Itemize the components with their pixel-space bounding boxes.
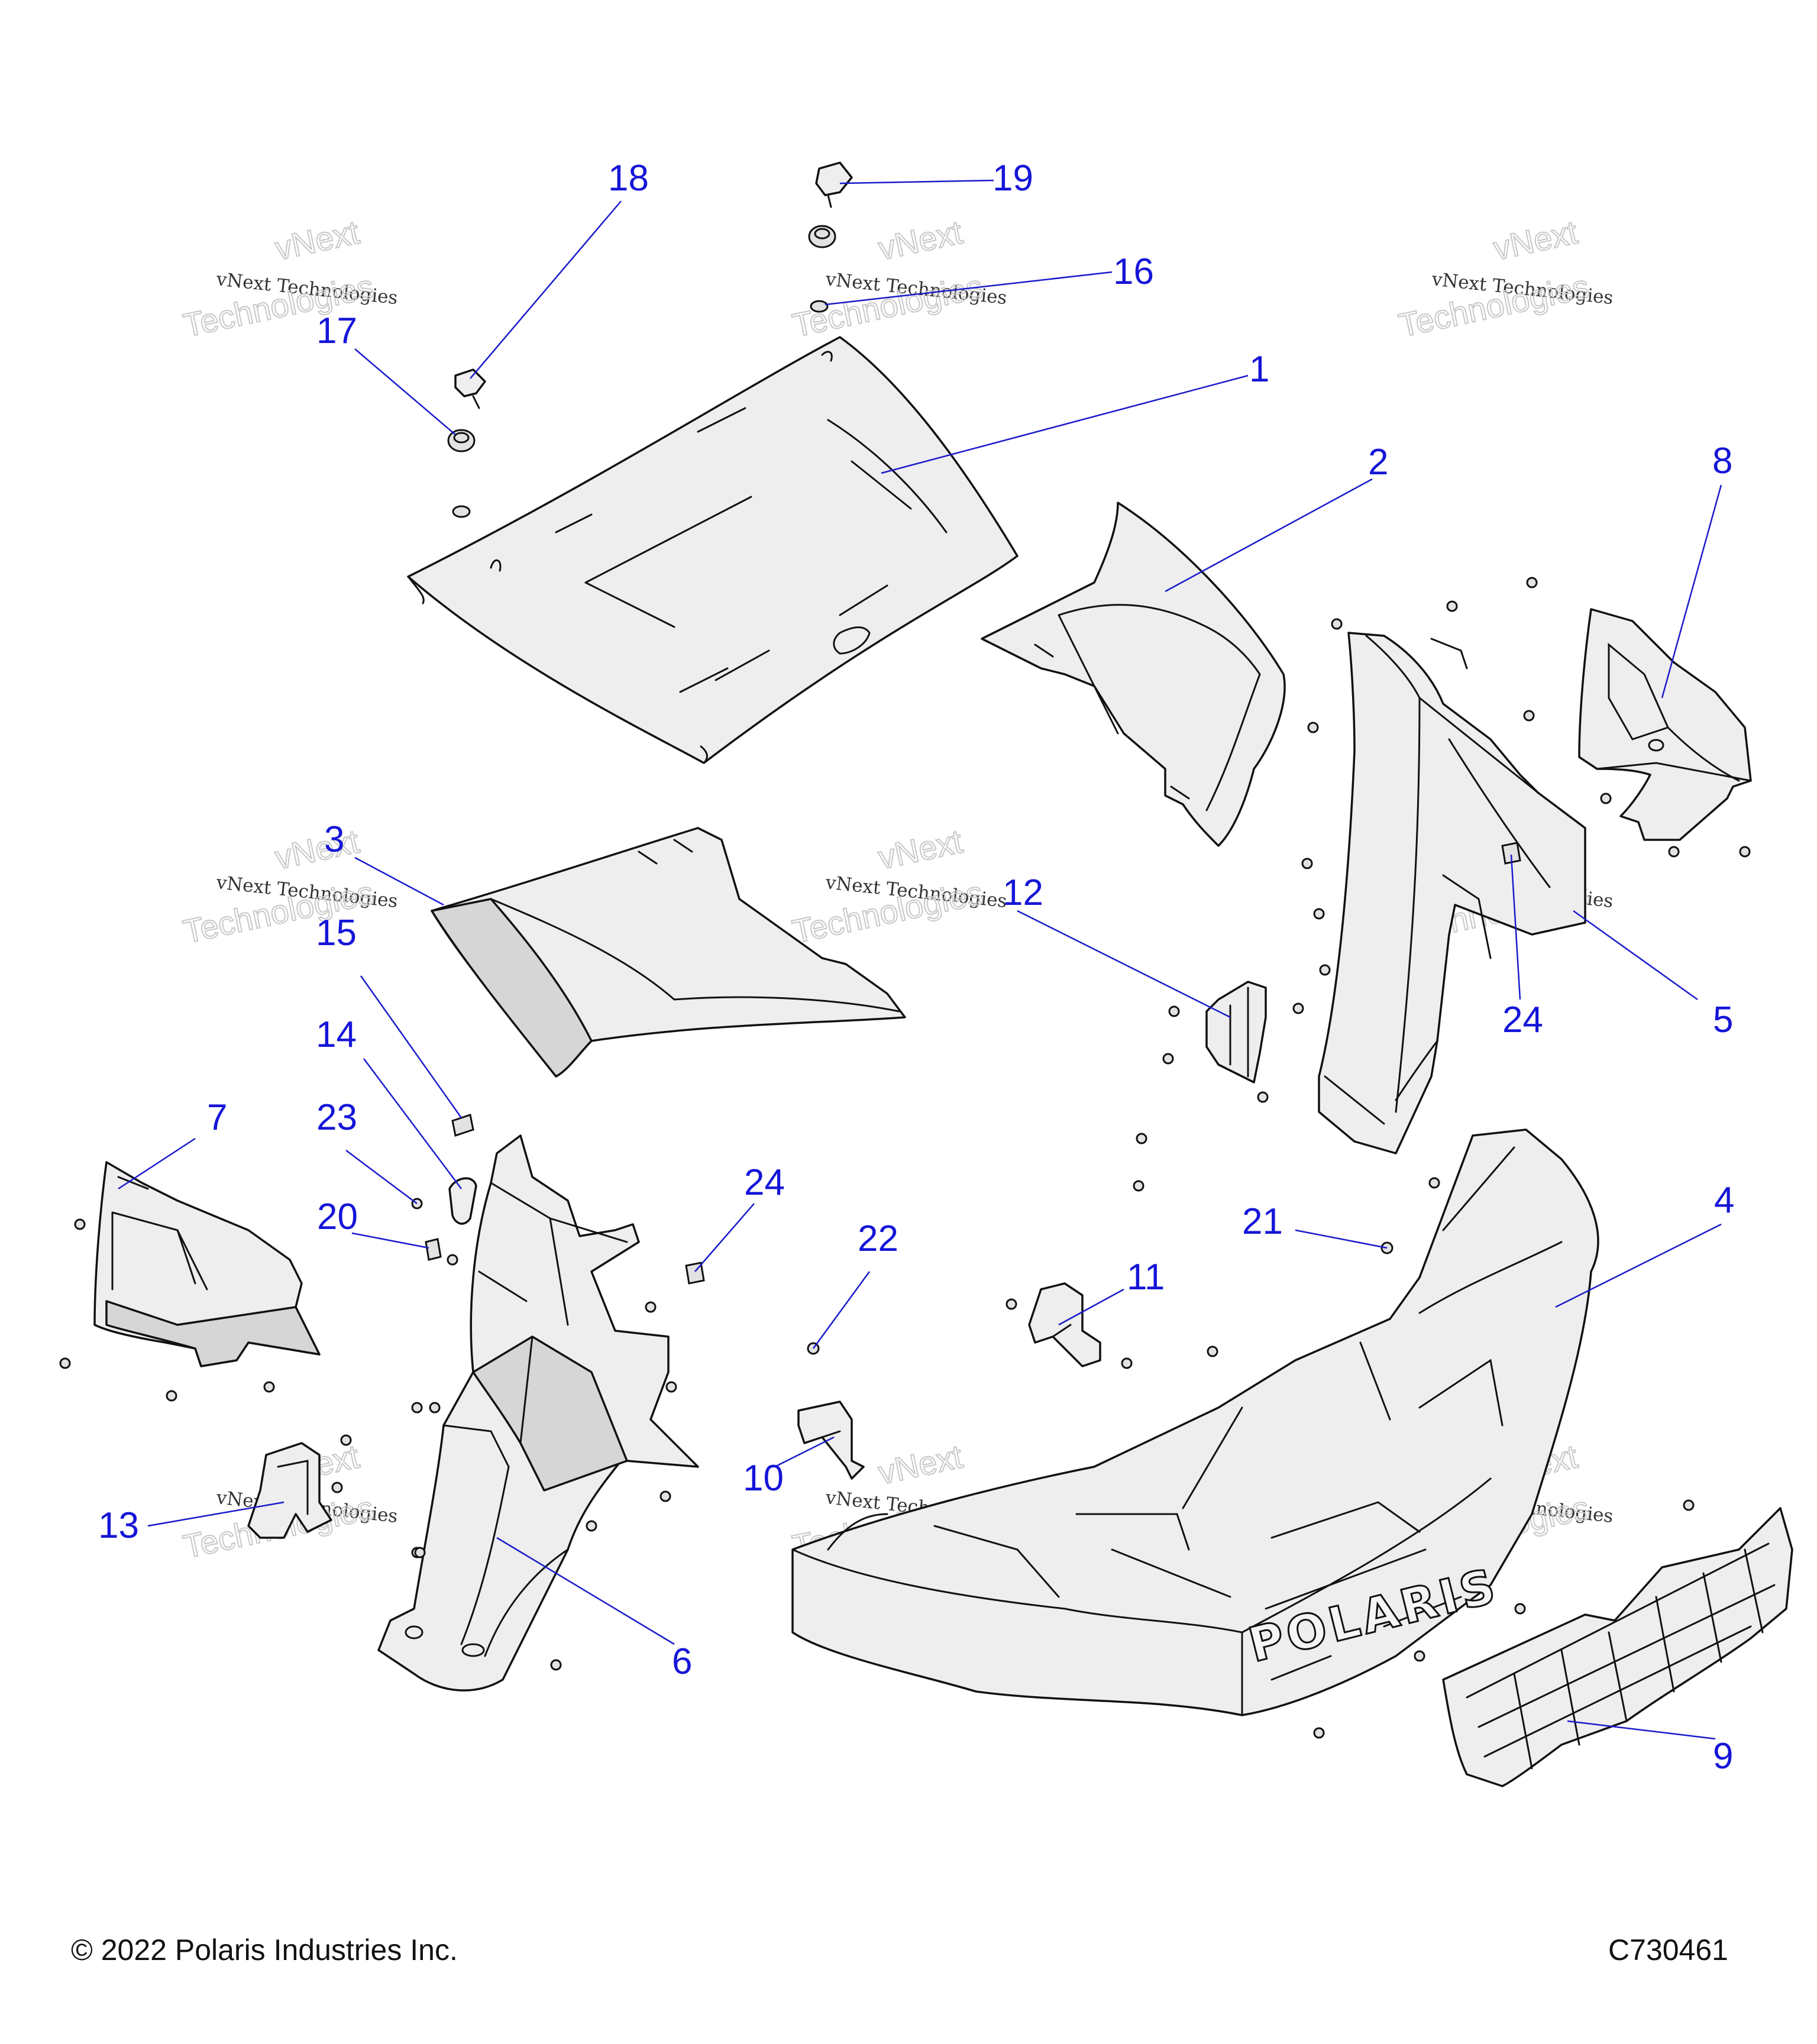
callout-24-left: 24 [744,1162,785,1203]
part-15-fastener [451,1114,474,1137]
leader-lines [118,179,1722,1740]
part-18-latch [454,368,486,409]
part-24-nut-right [1501,842,1521,865]
copyright-notice: © 2022 Polaris Industries Inc. [71,1933,458,1967]
callout-15: 15 [316,913,357,953]
callout-21: 21 [1242,1201,1283,1242]
callout-24-right: 24 [1502,1000,1543,1040]
watermark-line1: vNext [271,213,363,267]
part-3-panel [431,827,906,1078]
part-8-panel [1578,608,1752,841]
callout-23: 23 [316,1097,357,1138]
part-17-grommet [447,429,476,452]
callout-22: 22 [858,1218,898,1259]
part-13-bracket [247,1442,332,1539]
callout-5: 5 [1713,1000,1733,1040]
callout-13: 13 [98,1505,139,1546]
part-19-latch [815,161,853,208]
callout-2: 2 [1368,442,1388,483]
watermark-mid-center: vNext vNext Technologies Technologies [788,822,1008,950]
watermark-line1: vNext [271,822,363,876]
part-19-grommet [808,225,836,248]
part-6-side-frame [377,1134,699,1692]
part-9-grille [1442,1507,1793,1787]
part-20-nut [425,1238,442,1261]
callout-18: 18 [608,158,649,199]
part-16-washer [810,300,829,313]
callout-6: 6 [672,1641,692,1682]
callout-17: 17 [316,311,357,351]
watermark-line1: vNext [1490,213,1581,267]
part-7-panel [93,1161,321,1367]
callout-14: 14 [316,1014,357,1055]
part-24-nut-left [685,1262,705,1285]
callout-8: 8 [1712,441,1732,481]
grommet-lower-left [452,505,471,518]
watermark-line1: vNext [875,213,966,267]
part-5-side-frame [1318,632,1586,1154]
callouts: 1 2 3 4 5 6 7 8 9 10 11 12 13 14 15 16 1… [98,158,1734,1777]
callout-9: 9 [1713,1736,1733,1777]
callout-4: 4 [1714,1180,1734,1221]
callout-3: 3 [324,819,344,860]
part-1-hood [407,336,1019,764]
part-10-bracket [797,1401,865,1480]
watermark-top-right: vNext vNext Technologies Technologies [1395,212,1614,344]
callout-10: 10 [743,1458,784,1499]
part-11-bracket [1028,1282,1101,1367]
watermark-line1: vNext [875,822,966,876]
callout-11: 11 [1127,1257,1165,1298]
callout-19: 19 [992,158,1033,199]
watermark-top-left: vNext vNext Technologies Technologies [179,212,399,344]
callout-16: 16 [1113,251,1154,292]
part-12-bracket [1205,981,1267,1084]
callout-20: 20 [317,1196,358,1237]
part-2-panel [981,502,1286,847]
part-4-front-bumper: POLARIS [791,1128,1599,1716]
watermark-line1: vNext [875,1437,966,1491]
callout-12: 12 [1003,872,1043,913]
loose-screws [59,577,1751,1739]
watermark-mid-left: vNext vNext Technologies Technologies [179,822,399,950]
part-14-clip [448,1177,477,1225]
callout-1: 1 [1249,349,1269,390]
callout-7: 7 [207,1097,227,1138]
diagram-code: C730461 [1608,1933,1728,1967]
